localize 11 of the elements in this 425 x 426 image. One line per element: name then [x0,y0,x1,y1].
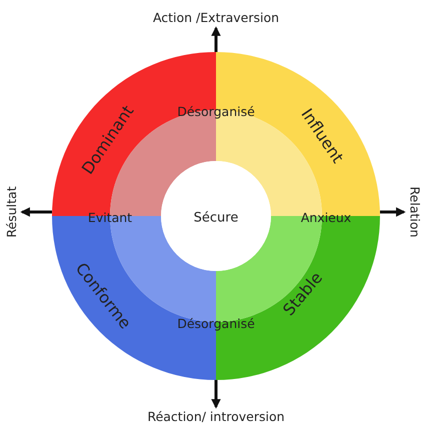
axis-arrow [211,26,221,52]
axis-label: Résultat [6,186,18,238]
attachment-label: Evitant [88,212,132,224]
attachment-label: Désorganisé [177,318,255,330]
axis-arrow [380,207,406,217]
axis-arrow [211,380,221,409]
axis-arrow [20,207,52,217]
axis-label: Réaction/ introversion [147,410,285,424]
axis-label: Action /Extraversion [152,12,280,24]
axis-label: Relation [408,186,420,238]
center-label: Sécure [194,212,238,224]
